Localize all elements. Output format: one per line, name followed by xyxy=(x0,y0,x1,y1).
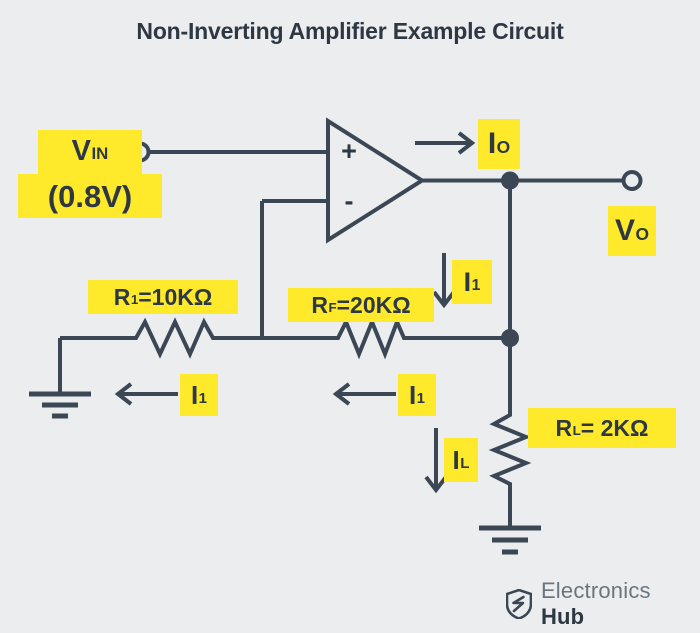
brand-logo: Electronics Hub xyxy=(506,578,700,630)
resistor-r1-zigzag xyxy=(128,317,222,359)
i1-left-arrow-head xyxy=(114,382,133,406)
rf-subscript: F xyxy=(328,300,337,316)
vin-symbol: V xyxy=(71,134,92,167)
rf-symbol: R xyxy=(311,291,328,318)
r1-subscript: 1 xyxy=(130,292,139,308)
io-symbol: I xyxy=(487,127,497,160)
shield-bolt-icon xyxy=(506,589,532,619)
vo-subscript: O xyxy=(635,224,650,245)
page-title: Non-Inverting Amplifier Example Circuit xyxy=(136,18,564,44)
io-arrow-head xyxy=(457,131,476,155)
opamp-triangle xyxy=(326,117,426,244)
label-vin-value: (0.8V) xyxy=(18,174,162,218)
i1-right-subscript: 1 xyxy=(416,389,426,407)
opamp-minus-symbol: - xyxy=(345,186,354,216)
output-terminal-circle xyxy=(621,170,643,191)
logo-name-light: Electronics xyxy=(540,578,651,603)
resistor-rf-zigzag xyxy=(330,316,412,360)
rl-subscript: L xyxy=(572,423,581,439)
vo-symbol: V xyxy=(614,214,635,247)
logo-name-bold: Hub xyxy=(540,604,585,629)
i1-mid-subscript: 1 xyxy=(471,276,481,294)
i1-left-symbol: I xyxy=(190,380,199,410)
i1-mid-arrow-head xyxy=(432,290,456,309)
vin-subscript: IN xyxy=(91,144,109,164)
il-arrow-head xyxy=(424,475,448,494)
i1-mid-symbol: I xyxy=(463,266,472,297)
i1-right-symbol: I xyxy=(408,380,417,410)
i1-left-subscript: 1 xyxy=(198,389,208,407)
rl-value: = 2KΩ xyxy=(580,414,649,441)
il-subscript: L xyxy=(460,454,470,472)
rl-symbol: R xyxy=(555,414,573,441)
io-subscript: O xyxy=(496,137,511,158)
rf-value: =20KΩ xyxy=(336,291,411,318)
il-symbol: I xyxy=(452,445,460,475)
r1-symbol: R xyxy=(113,283,131,310)
resistor-rl-zigzag xyxy=(488,408,532,492)
logo-text: Electronics Hub xyxy=(541,578,700,630)
opamp-plus-symbol: + xyxy=(341,136,357,166)
i1-right-arrow-head xyxy=(332,382,351,406)
r1-value: =10KΩ xyxy=(138,283,213,310)
